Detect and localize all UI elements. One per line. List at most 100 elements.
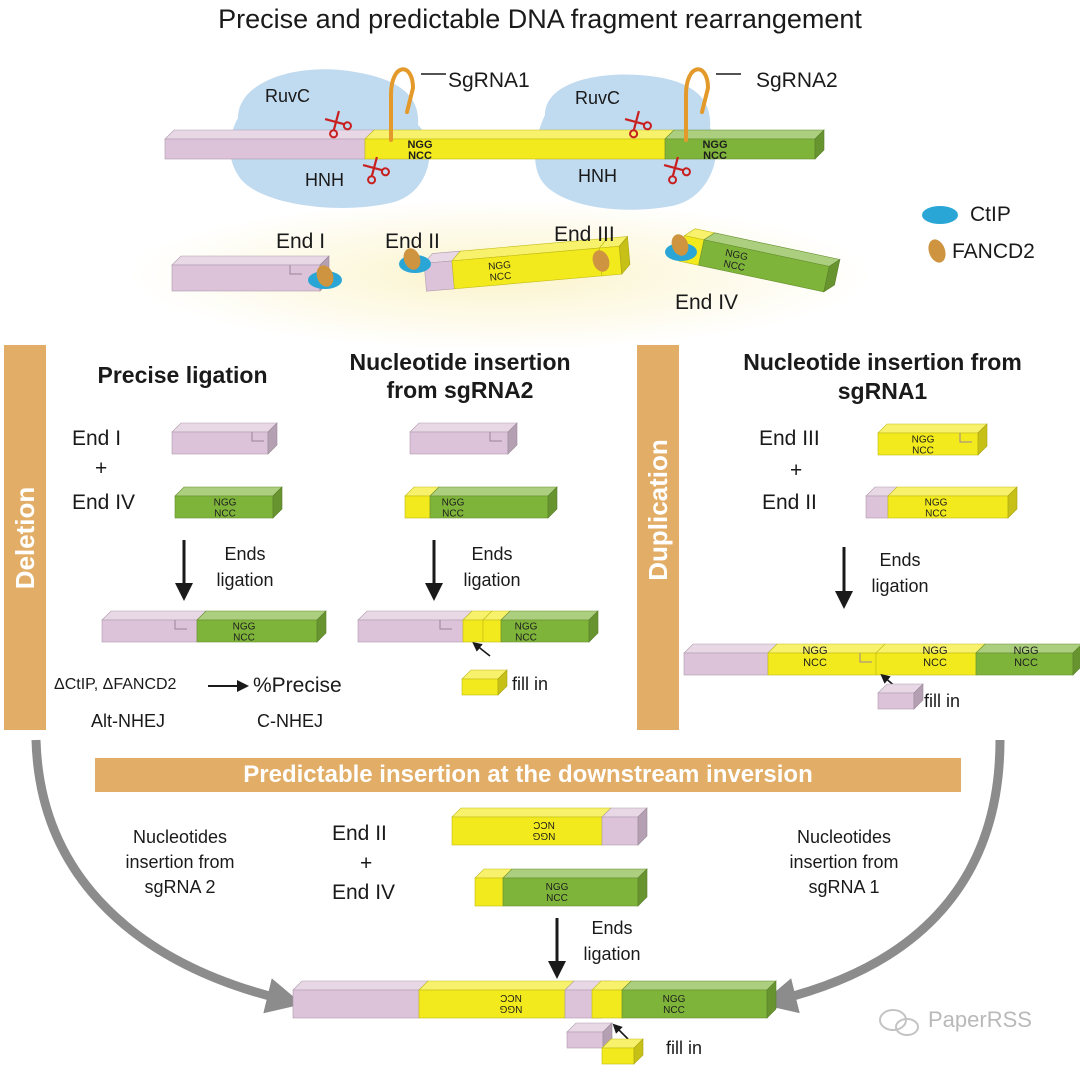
- sg1-end-ii-bar-ncc-text: NCC: [925, 508, 947, 519]
- sg2-end-iv-bar-ngg-text: NGG: [442, 497, 465, 508]
- scissors-icon-hnh-2: [663, 156, 691, 185]
- sg2-end-i-notch: [489, 432, 502, 442]
- scissors-icon-hnh-1-blade-1: [362, 164, 383, 172]
- bottom-result-left-bar-top-1: [418, 980, 575, 991]
- ruvc-label-1: RuvC: [265, 86, 311, 106]
- sgrna2-insertion-heading-2: from sgRNA2: [386, 377, 534, 403]
- sg1-result-ncc-1: NCC: [803, 657, 827, 669]
- sg1-end-ii-bar-top-1: [887, 486, 1018, 497]
- bottom-fill-in-pink-front-0: [566, 1031, 604, 1049]
- end-iv-bar-side-1: [823, 258, 841, 293]
- duplication-label: Duplication: [643, 439, 673, 581]
- bottom-end-iv-label: End IV: [332, 881, 396, 904]
- precise-ends-label: Ends: [224, 544, 266, 564]
- sg1-end-iii-notch: [959, 433, 972, 443]
- precise-end-i-bar-side-0: [267, 422, 278, 455]
- sg2-end-i-bar-side-0: [507, 422, 518, 455]
- ruvc-label-2: RuvC: [575, 88, 621, 108]
- sg1-result-ncc-3: NCC: [1014, 657, 1038, 669]
- sg1-end-iii-bar-ngg-text: NGG: [912, 434, 935, 445]
- sg1-result-ngg-1: NGG: [802, 645, 827, 657]
- bottom-result-left-bar-top-0: [292, 980, 429, 991]
- precise-result-notch: [174, 620, 187, 630]
- end-i-fancd2: [316, 265, 334, 287]
- end-i-bar-front-0: [171, 264, 321, 292]
- bottom-end-iv-bar-top-1: [502, 868, 648, 879]
- scissors-icon-hnh-2-ring-1: [668, 175, 678, 185]
- top-dna-bar-front-0: [164, 138, 366, 160]
- sgrna2-insertion-heading-1: Nucleotide insertion: [349, 349, 571, 375]
- bottom-end-ii-bar-ngg-text: NGG: [532, 830, 555, 841]
- scissors-icon-hnh-2-ring-2: [681, 167, 691, 177]
- alt-nhej-label: Alt-NHEJ: [91, 711, 166, 731]
- bottom-end-iv-bar-ngg-text: NGG: [546, 882, 569, 893]
- bottom-result-left-bar-ncc-text: NCC: [500, 992, 522, 1003]
- top-dna-bar-front-2: [664, 138, 816, 160]
- bottom-fill-arrow: [612, 1023, 629, 1040]
- sg2-result-bar-ngg-text: NGG: [515, 621, 538, 632]
- bottom-end-ii-bar-side-1: [637, 807, 648, 846]
- sg2-result-bar-side-3: [588, 610, 599, 643]
- bottom-end-iv-bar-ncc-text: NCC: [546, 893, 568, 904]
- bottom-plus-sign: +: [360, 852, 373, 875]
- sg1-end-iii-bar-top-0: [877, 423, 988, 434]
- ctip-icon: [922, 206, 958, 224]
- sg2-end-iv-bar-top-1: [429, 486, 558, 497]
- scissors-icon-hnh-2-blade-2: [671, 156, 679, 177]
- bottom-end-iv-bar-side-1: [637, 868, 648, 907]
- bottom-fill-in-yellow-side-0: [633, 1038, 644, 1065]
- scissors-icon-ruvc-2-blade-2: [632, 110, 640, 131]
- scissors-icon-hnh-1-ring-2: [380, 167, 390, 177]
- sgrna2-label: SgRNA2: [756, 69, 838, 92]
- sgrna1-insertion-heading-2: sgRNA1: [837, 378, 928, 404]
- bottom-ends-label: Ends: [591, 918, 633, 938]
- top-dna-bar-top-0: [164, 129, 375, 140]
- precise-result-bar-top-0: [101, 610, 207, 621]
- bottom-fill-in-pink: [566, 1022, 613, 1049]
- top-ncc-1: NCC: [408, 150, 432, 162]
- end-ii-iii-bar-ncc-text: NCC: [489, 271, 512, 284]
- sg1-result-ncc-2: NCC: [923, 657, 947, 669]
- sgrna1-hook: [389, 67, 416, 142]
- sg1-result-bar-top-0: [683, 643, 778, 654]
- precise-percent-label: %Precise: [253, 674, 342, 697]
- sg2-end-iv-bar-ncc-text: NCC: [442, 508, 464, 519]
- sg1-end-ii-bar-front-1: [887, 495, 1009, 519]
- sgrna1-plus-sign: +: [790, 459, 803, 482]
- deletion-bar: [4, 345, 46, 730]
- top-ngg-1: NGG: [407, 139, 432, 151]
- top-dna-bar-top-2: [664, 129, 825, 140]
- precise-end-iv-label: End IV: [72, 491, 136, 514]
- sgrna2-ends-label: Ends: [471, 544, 513, 564]
- sgrna1-ends-label: Ends: [879, 550, 921, 570]
- scissors-icon-ruvc-2: [624, 110, 652, 139]
- precise-end-i-label: End I: [72, 427, 122, 450]
- legend-ctip-label: CtIP: [970, 203, 1011, 226]
- bottom-end-ii-label: End II: [332, 822, 387, 845]
- sg1-fill-in-piece: [877, 683, 924, 710]
- precise-end-iv-bar-ncc-text: NCC: [214, 508, 236, 519]
- right-note-line-2: insertion from: [789, 852, 899, 872]
- bottom-fill-in-yellow: [601, 1038, 644, 1065]
- precise-end-i-bar: [171, 422, 278, 455]
- bottom-end-ii-bar-ncc-text: NCC: [533, 819, 555, 830]
- precise-result-bar-ngg-text: NGG: [233, 621, 256, 632]
- scissors-icon-hnh-1-ring-1: [367, 175, 377, 185]
- scissors-icon-hnh-2-blade-1: [663, 164, 684, 172]
- bottom-result-left-bar-front-0: [292, 989, 420, 1019]
- end-ii-iii-bar-ngg-text: NGG: [488, 260, 512, 273]
- bottom-end-iv-bar-front-1: [502, 877, 639, 907]
- precise-end-iv-bar-top-0: [174, 486, 283, 497]
- end-iii-fancd2: [592, 250, 610, 272]
- bottom-result-right-bar-front-0: [591, 989, 623, 1019]
- sg2-result-bar-front-2: [482, 619, 502, 643]
- deletion-label: Deletion: [10, 486, 40, 590]
- sgrna1-end-ii-label: End II: [762, 491, 817, 514]
- precise-result-bar-side-1: [316, 610, 327, 643]
- sg1-result-ngg-3: NGG: [1013, 645, 1038, 657]
